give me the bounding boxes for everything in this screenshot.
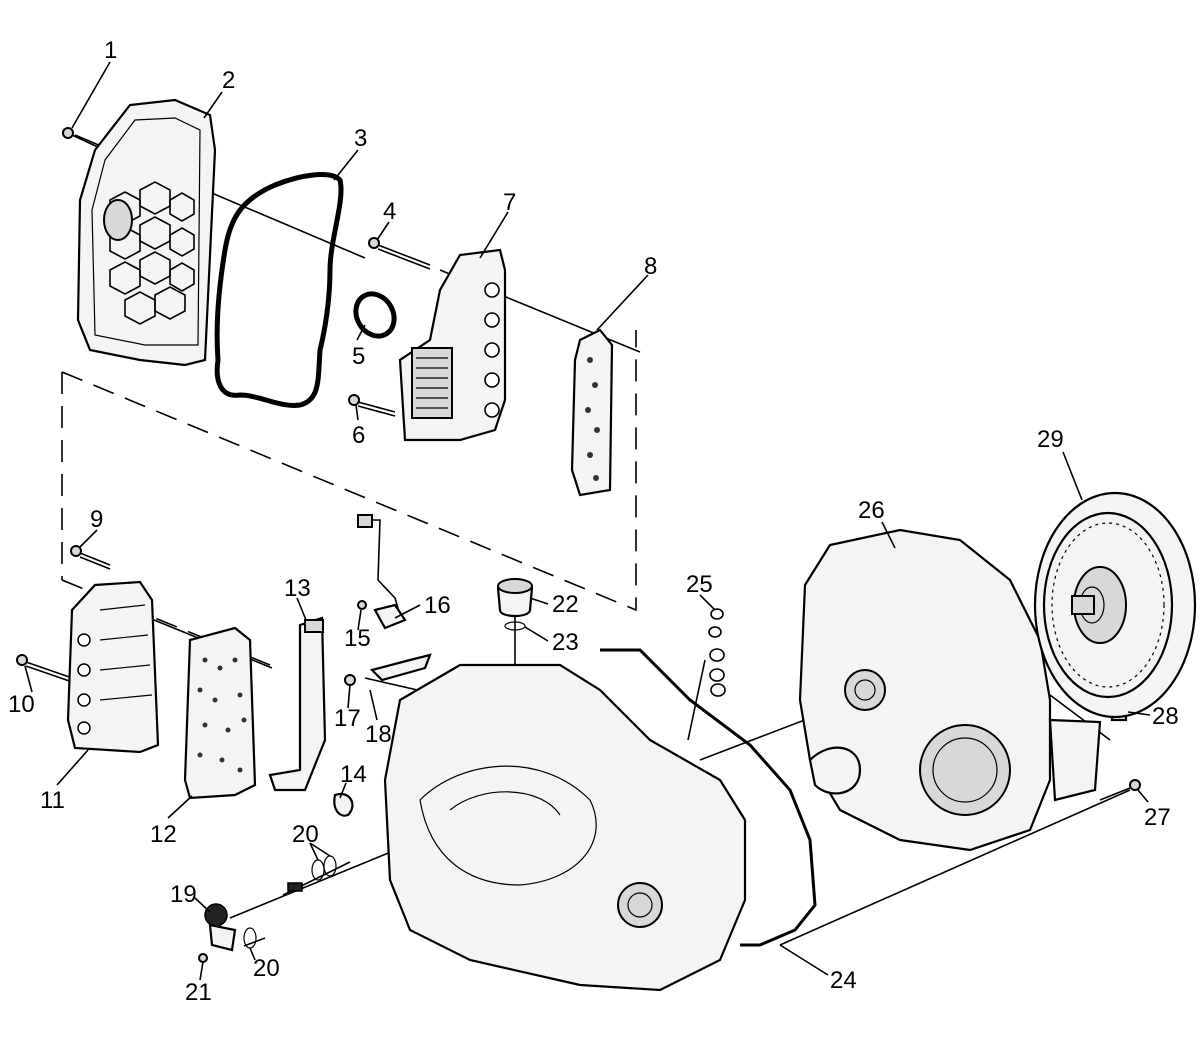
callout-24: 24: [830, 967, 857, 994]
bracket-part-18: [369, 653, 432, 682]
callout-20-upper: 20: [292, 821, 319, 848]
seal-part-5: [353, 291, 397, 339]
callout-28: 28: [1152, 703, 1179, 730]
callout-21: 21: [185, 979, 212, 1006]
torque-converter-part-29: [1033, 491, 1197, 719]
callout-19: 19: [170, 881, 197, 908]
callout-17: 17: [334, 705, 361, 732]
bolt-part-27: [1099, 779, 1141, 801]
callout-12: 12: [150, 821, 177, 848]
callout-16: 16: [424, 592, 451, 619]
bolt-part-17: [344, 674, 356, 686]
bolt-part-9: [70, 545, 111, 570]
callout-13: 13: [284, 575, 311, 602]
clip-part-14: [333, 792, 354, 817]
bolt-part-21: [198, 953, 208, 963]
seal-part-23: [504, 621, 526, 631]
callout-3: 3: [354, 125, 367, 152]
bolt-part-6: [348, 394, 396, 417]
callout-27: 27: [1144, 804, 1171, 831]
callout-4: 4: [383, 198, 396, 225]
callout-7: 7: [503, 189, 516, 216]
leader-lines: [24, 61, 1151, 981]
control-module-part-7: [398, 248, 507, 442]
side-cover-part-2: [76, 98, 217, 367]
callout-14: 14: [340, 761, 367, 788]
callout-20-lower: 20: [253, 955, 280, 982]
callout-2: 2: [222, 67, 235, 94]
callout-1: 1: [104, 37, 117, 64]
callout-6: 6: [352, 422, 365, 449]
sensor-part-19: [204, 903, 237, 952]
callout-11: 11: [40, 787, 65, 814]
callout-25: 25: [686, 571, 713, 598]
callout-26: 26: [858, 497, 885, 524]
callout-5: 5: [352, 343, 365, 370]
plate-part-8: [570, 328, 614, 497]
callout-labels: 1 2 3 4 5 6 7 8 9 10 11 12 13 14 15 16 1…: [8, 37, 1179, 1006]
bolt-part-1: [62, 127, 116, 156]
callout-9: 9: [90, 506, 103, 533]
bracket-part-13: [268, 616, 327, 792]
transmission-case-part-24: [383, 648, 817, 992]
seal-strip-part-25: [708, 608, 726, 697]
callout-8: 8: [644, 253, 657, 280]
gasket-part-3: [214, 172, 344, 408]
o-ring-part-20: [243, 855, 351, 949]
callout-15: 15: [344, 625, 371, 652]
callout-18: 18: [365, 721, 392, 748]
separator-plate-part-12: [183, 626, 257, 800]
callout-29: 29: [1037, 426, 1064, 453]
sensor-harness-part-15-16: [357, 514, 407, 630]
callout-10: 10: [8, 691, 35, 718]
bolt-part-4: [368, 237, 431, 270]
valve-body-part-11: [66, 580, 160, 754]
cap-part-22: [496, 578, 534, 618]
converter-housing-part-26: [798, 528, 1102, 852]
callout-23: 23: [552, 629, 579, 656]
callout-22: 22: [552, 591, 579, 618]
